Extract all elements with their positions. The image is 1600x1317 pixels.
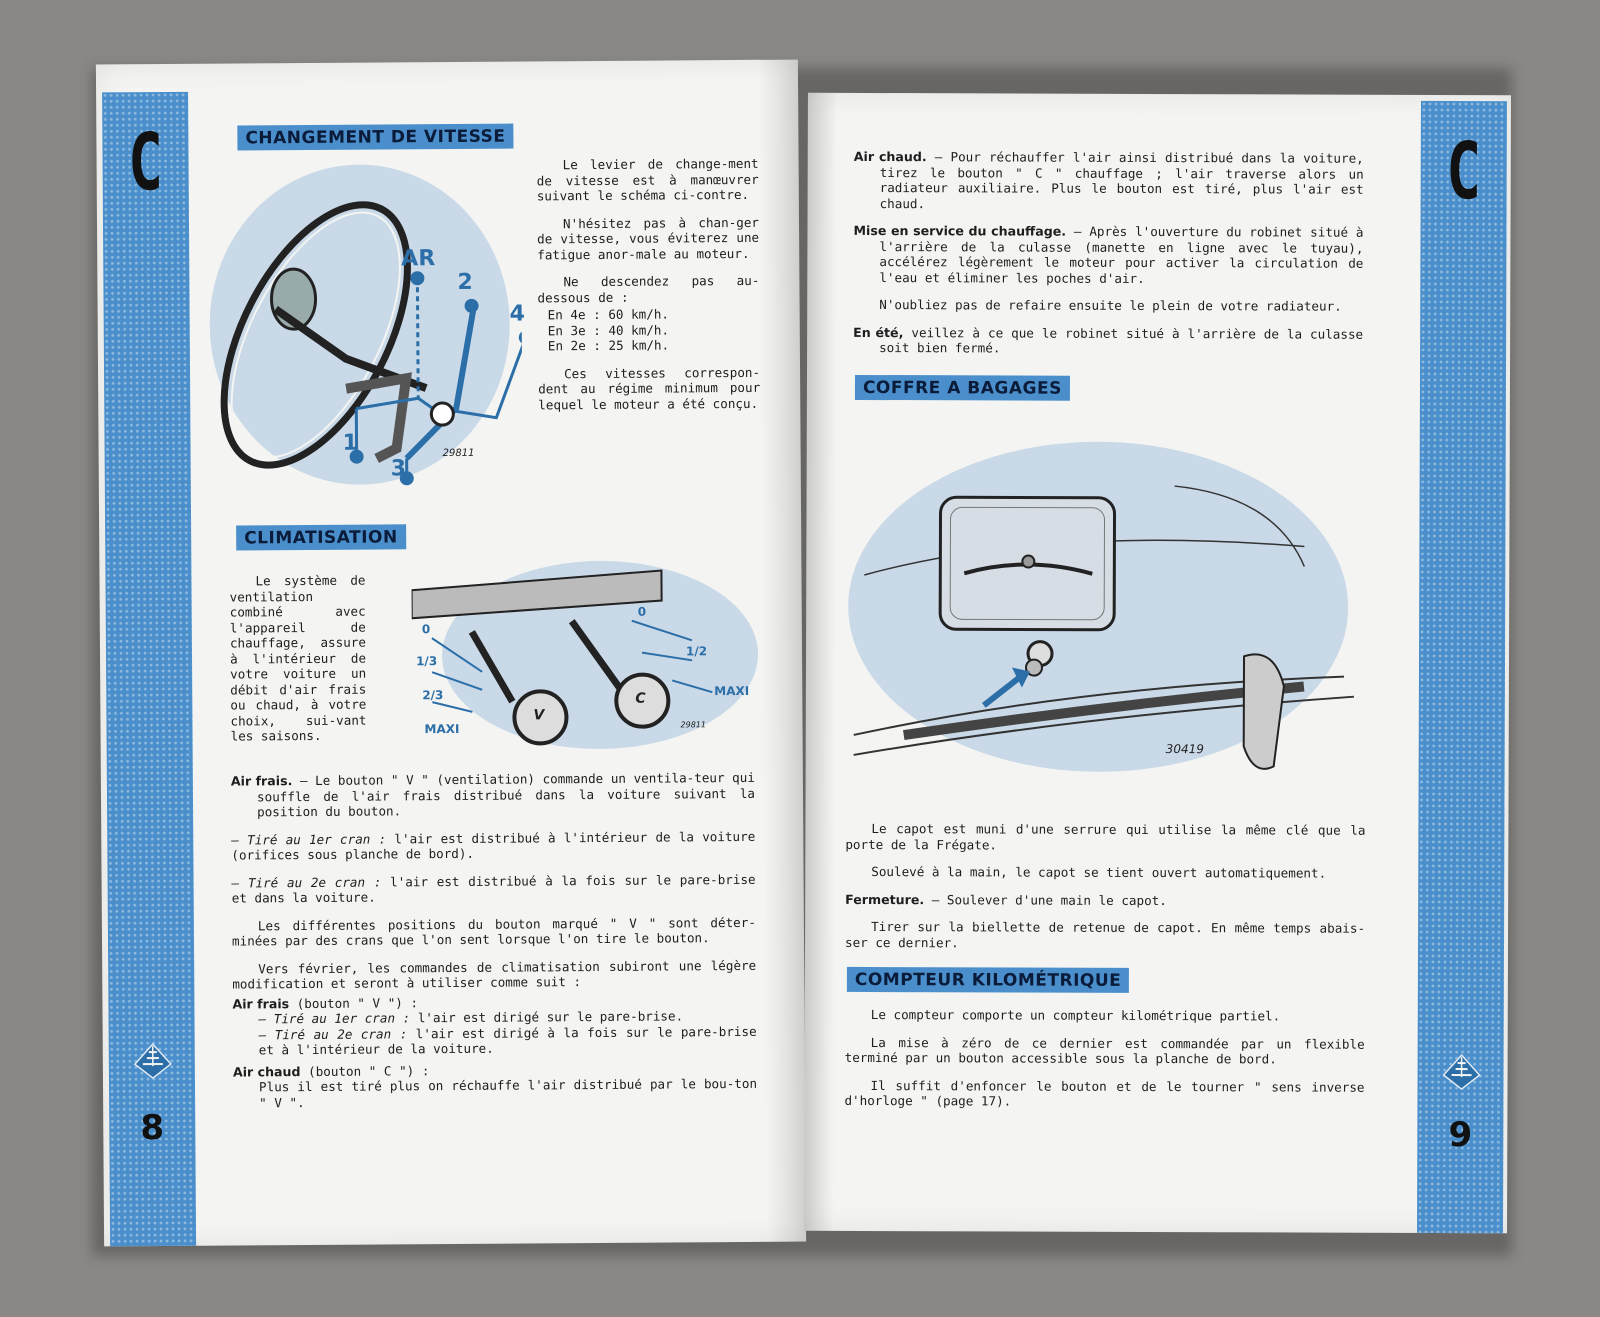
run-in-label: Mise en service du chauffage.: [853, 222, 1067, 239]
right-side-band: C 9: [1417, 100, 1507, 1234]
clim-label-two-third: 2/3: [422, 688, 444, 703]
section-heading-gear: Changement de vitesse: [237, 123, 514, 151]
paragraph: Il suffit d'enfoncer le bouton et de le …: [844, 1077, 1365, 1109]
gear-label-4: 4: [509, 301, 526, 327]
page-number: 8: [140, 1108, 165, 1149]
paragraph: Soulevé à la main, le capot se tient ouv…: [871, 864, 1327, 881]
gear-text: Le levier de change-ment de vitesse est …: [537, 156, 761, 425]
run-in-label: Fermeture.: [845, 891, 925, 907]
clim-intro: Le système de ventilation combiné avec l…: [229, 572, 367, 756]
paragraph: Ces vitesses correspon-dent au régime mi…: [538, 364, 761, 412]
compteur-text: Le compteur comporte un compteur kilomét…: [844, 1007, 1364, 1122]
run-in-label: Air frais.: [230, 773, 293, 789]
paragraph: Le système de ventilation combiné avec l…: [229, 572, 367, 744]
figure-ref: 30419: [1165, 742, 1204, 757]
clim-label-zero-right: 0: [637, 604, 647, 619]
section-heading-compteur: Compteur kilométrique: [846, 966, 1130, 993]
page-number: 9: [1448, 1115, 1473, 1156]
gear-label-reverse: AR: [401, 246, 436, 272]
climate-controls-illustration: 0 1/3 2/3 MAXI 0 1/2 MAXI V C 29811: [411, 559, 764, 752]
figure-ref: 29811: [442, 447, 475, 460]
speed-line: En 4e : 60 km/h.: [547, 306, 670, 323]
paragraph: Ne descendez pas au-dessous de :: [537, 272, 760, 305]
paragraph-text: — Le bouton " V " (ventilation) commande…: [256, 769, 756, 820]
italic-label: — Tiré au 1er cran :: [231, 830, 387, 848]
left-page: C 8 Changement de vitesse: [95, 59, 807, 1247]
trunk-lock-illustration: 30419: [844, 425, 1365, 789]
ship-logo-icon: [133, 1042, 172, 1080]
right-page: C 9 Air chaud. — Pour réchauffer l'air a…: [804, 92, 1511, 1234]
coffre-text: Le capot est muni d'une serrure qui util…: [845, 821, 1365, 964]
knob-label-v: V: [533, 707, 545, 724]
paragraph: Tirer sur la biellette de retenue de cap…: [844, 919, 1366, 950]
section-heading-climatisation: Climatisation: [236, 524, 406, 551]
section-heading-coffre: Coffre a bagages: [854, 374, 1070, 401]
run-in-label: Air frais: [232, 995, 290, 1012]
gear-label-2: 2: [457, 269, 473, 295]
speed-line: En 2e : 25 km/h.: [547, 337, 670, 354]
clim-body: Air frais. — Le bouton " V " (ventilatio…: [231, 770, 757, 1111]
section-letter: C: [127, 116, 164, 209]
run-in-label: Air chaud.: [853, 148, 927, 165]
paragraph: Les différentes positions du bouton marq…: [231, 914, 756, 949]
paragraph: La mise à zéro de ce dernier est command…: [844, 1034, 1365, 1067]
gear-label-3: 3: [390, 456, 407, 482]
paragraph: Vers février, les commandes de climatisa…: [232, 957, 757, 992]
knob-label-c: C: [635, 690, 646, 707]
clim-label-half: 1/2: [685, 644, 708, 659]
italic-label: — Tiré au 2e cran :: [231, 873, 382, 891]
gear-shift-illustration: AR 2 4 1 3 29811: [205, 158, 526, 490]
spine-shade-right: [804, 92, 838, 1231]
paragraph-text: l'air est dirigé sur le pare-brise.: [410, 1008, 684, 1026]
paragraph: N'hésitez pas à chan-ger de vitesse, vou…: [537, 214, 760, 262]
run-in-label: Air chaud: [232, 1063, 301, 1080]
spine-shade-left: [757, 59, 807, 1242]
clim-label-third: 1/3: [416, 654, 438, 669]
paragraph-text: (bouton " C ") :: [300, 1062, 430, 1079]
paragraph: Le capot est muni d'une serrure qui util…: [845, 821, 1366, 852]
italic-label: — Tiré au 2e cran :: [258, 1025, 408, 1042]
speed-line: En 3e : 40 km/h.: [547, 321, 670, 338]
run-in-label: En été,: [853, 324, 904, 340]
paragraph: N'oubliez pas de refaire ensuite le plei…: [879, 297, 1342, 314]
clim-label-maxi-right: MAXI: [714, 683, 750, 699]
paragraph-text: (bouton " V ") :: [289, 994, 419, 1011]
italic-label: — Tiré au 1er cran :: [258, 1010, 411, 1027]
paragraph-text: — Pour réchauffer l'air ainsi distribué …: [879, 149, 1364, 211]
clim-label-maxi-left: MAXI: [424, 721, 460, 737]
paragraph-text: — Soulever d'une main le capot.: [924, 891, 1167, 908]
chauffage-text: Air chaud. — Pour réchauffer l'air ainsi…: [853, 149, 1364, 369]
clim-label-zero-left: 0: [421, 622, 431, 637]
ship-logo-icon: [1442, 1053, 1481, 1091]
section-letter: C: [1446, 125, 1482, 218]
left-side-band: C 8: [102, 91, 197, 1247]
paragraph: Le levier de change-ment de vitesse est …: [536, 155, 759, 204]
paragraph: Le compteur comporte un compteur kilomét…: [870, 1007, 1281, 1024]
paragraph-text: veillez à ce que le robinet situé à l'ar…: [879, 324, 1364, 356]
gear-label-1: 1: [342, 430, 358, 456]
paragraph: Plus il est tiré plus on réchauffe l'air…: [258, 1075, 758, 1110]
figure-ref: 29811: [680, 720, 706, 730]
